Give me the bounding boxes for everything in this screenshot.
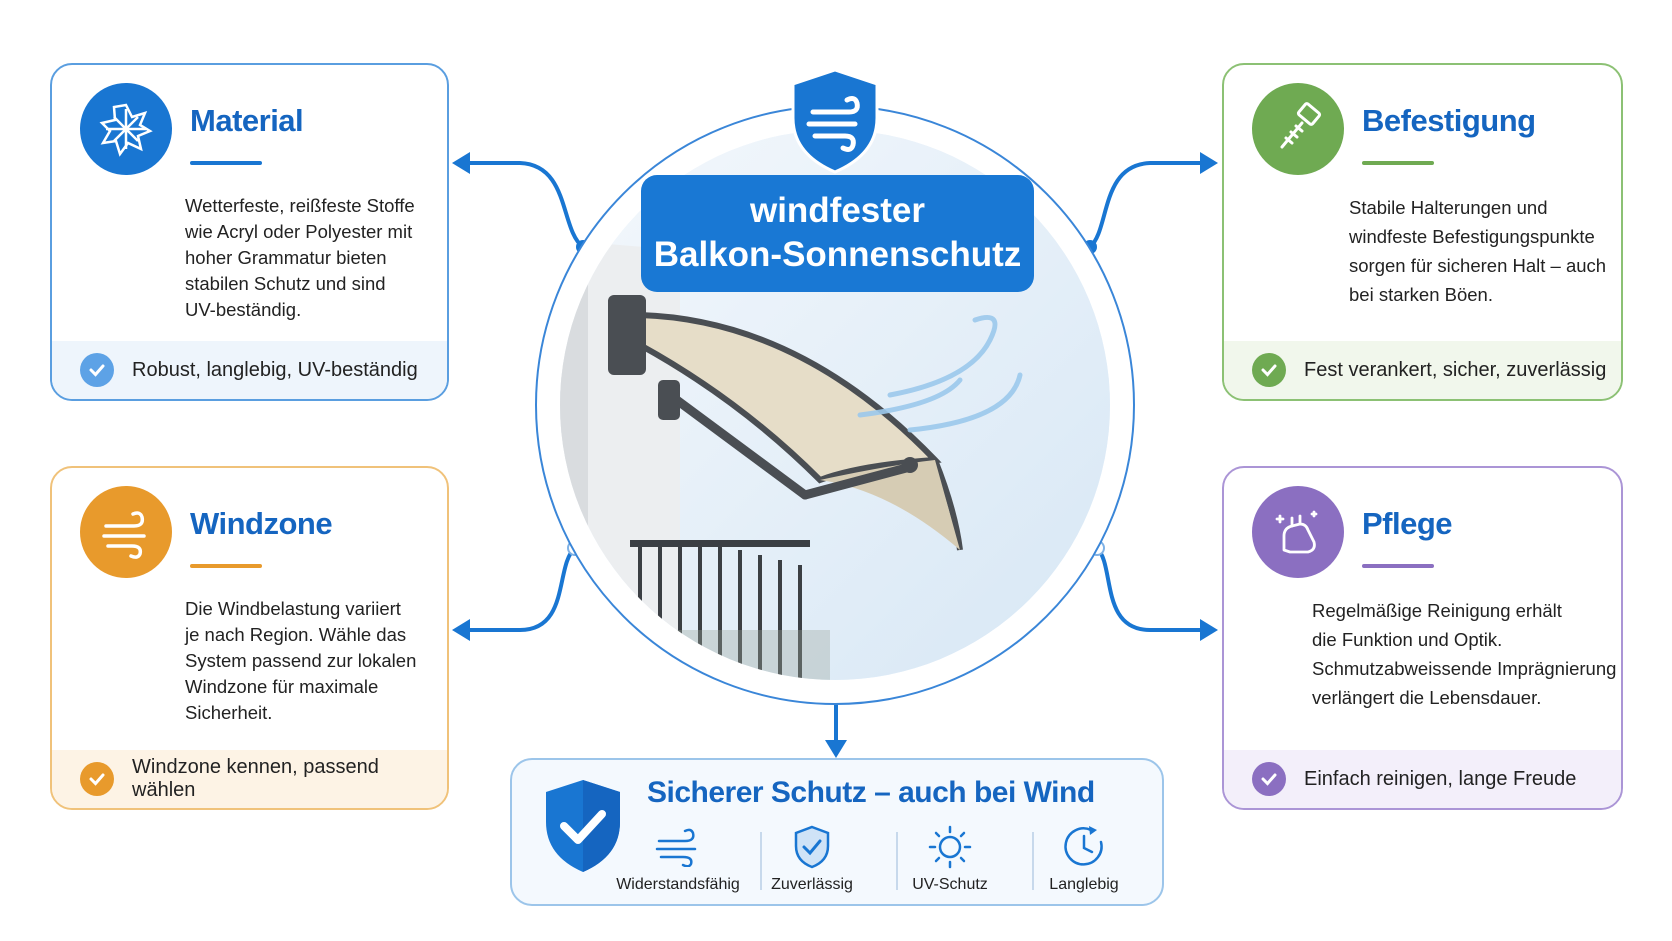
wind-icon <box>80 486 172 578</box>
center-title-line1: windfester <box>749 191 926 230</box>
card-description: Die Windbelastung variiert je nach Regio… <box>185 596 416 726</box>
card-title: Pflege <box>1362 506 1453 541</box>
cleaning-hand-icon <box>1252 486 1344 578</box>
check-icon <box>80 353 114 387</box>
card-title: Windzone <box>190 506 333 541</box>
card-description: Regelmäßige Reinigung erhält die Funktio… <box>1312 596 1616 712</box>
desc-line: Die Windbelastung variiert <box>185 598 401 619</box>
card-footer: Robust, langlebig, UV-beständig <box>52 341 447 399</box>
feature-label: Zuverlässig <box>771 876 853 893</box>
footer-text: Fest verankert, sicher, zuverlässig <box>1304 358 1607 381</box>
desc-line: je nach Region. Wähle das <box>185 624 407 645</box>
desc-line: System passend zur lokalen <box>185 650 417 671</box>
separator <box>760 832 762 890</box>
desc-line: bei starken Böen. <box>1349 284 1493 305</box>
desc-line: Windzone für maximale <box>185 676 379 697</box>
desc-line: die Funktion und Optik. <box>1312 629 1503 650</box>
desc-line: verlängert die Lebensdauer. <box>1312 687 1542 708</box>
title-rule <box>1362 161 1434 165</box>
summary-box: Sicherer Schutz – auch bei Wind Widersta… <box>510 758 1164 906</box>
feature-label: UV-Schutz <box>912 876 988 893</box>
footer-text: Einfach reinigen, lange Freude <box>1304 767 1577 790</box>
desc-line: stabilen Schutz und sind <box>185 273 386 294</box>
card-title: Befestigung <box>1362 103 1536 138</box>
summary-title: Sicherer Schutz – auch bei Wind <box>647 776 1095 809</box>
footer-text: Windzone kennen, passend wählen <box>132 756 379 801</box>
desc-line: Sicherheit. <box>185 702 273 723</box>
desc-line: wie Acryl oder Polyester mit <box>185 221 413 242</box>
card-material: Material Wetterfeste, reißfeste Stoffe w… <box>50 63 449 401</box>
check-icon <box>80 762 114 796</box>
card-footer: Windzone kennen, passend wählen <box>52 750 447 808</box>
footer-text: Robust, langlebig, UV-beständig <box>132 358 418 381</box>
card-description: Stabile Halterungen und windfeste Befest… <box>1349 193 1606 309</box>
clock-icon <box>1016 822 1152 872</box>
card-windzone: Windzone Die Windbelastung variiert je n… <box>50 466 449 810</box>
sun-icon <box>882 822 1018 872</box>
card-description: Wetterfeste, reißfeste Stoffe wie Acryl … <box>185 193 415 323</box>
card-footer: Fest verankert, sicher, zuverlässig <box>1224 341 1621 399</box>
card-befestigung: Befestigung Stabile Halterungen und wind… <box>1222 63 1623 401</box>
card-title: Material <box>190 103 304 138</box>
wind-icon <box>610 822 746 872</box>
feature-uv-schutz: UV-Schutz <box>882 822 1018 894</box>
card-pflege: Pflege Regelmäßige Reinigung erhält die … <box>1222 466 1623 810</box>
desc-line: UV-beständig. <box>185 299 302 320</box>
center-title-line2: Balkon-Sonnenschutz <box>653 235 1022 274</box>
center-title: windfester Balkon-Sonnenschutz <box>641 175 1034 292</box>
shield-check-icon <box>546 780 620 872</box>
desc-line: Schmutzabweissende Imprägnierung <box>1312 658 1617 679</box>
feature-zuverlaessig: Zuverlässig <box>744 822 880 894</box>
feature-label: Widerstandsfähig <box>616 876 740 893</box>
feature-widerstandsfaehig: Widerstandsfähig <box>610 822 746 894</box>
desc-line: sorgen für sicheren Halt – auch <box>1349 255 1607 276</box>
separator <box>1032 832 1034 890</box>
desc-line: Regelmäßige Reinigung erhält <box>1312 600 1562 621</box>
title-rule <box>1362 564 1434 568</box>
feature-langlebig: Langlebig <box>1016 822 1152 894</box>
title-rule <box>190 564 262 568</box>
screw-icon <box>1252 83 1344 175</box>
separator <box>896 832 898 890</box>
fabric-icon <box>80 83 172 175</box>
desc-line: windfeste Befestigungspunkte <box>1349 226 1595 247</box>
desc-line: Stabile Halterungen und <box>1349 197 1548 218</box>
card-footer: Einfach reinigen, lange Freude <box>1224 750 1621 808</box>
feature-label: Langlebig <box>1049 876 1119 893</box>
shield-check-icon <box>744 822 880 872</box>
desc-line: hoher Grammatur bieten <box>185 247 387 268</box>
title-rule <box>190 161 262 165</box>
desc-line: Wetterfeste, reißfeste Stoffe <box>185 195 415 216</box>
check-icon <box>1252 762 1286 796</box>
check-icon <box>1252 353 1286 387</box>
shield-wind-icon <box>791 68 879 174</box>
